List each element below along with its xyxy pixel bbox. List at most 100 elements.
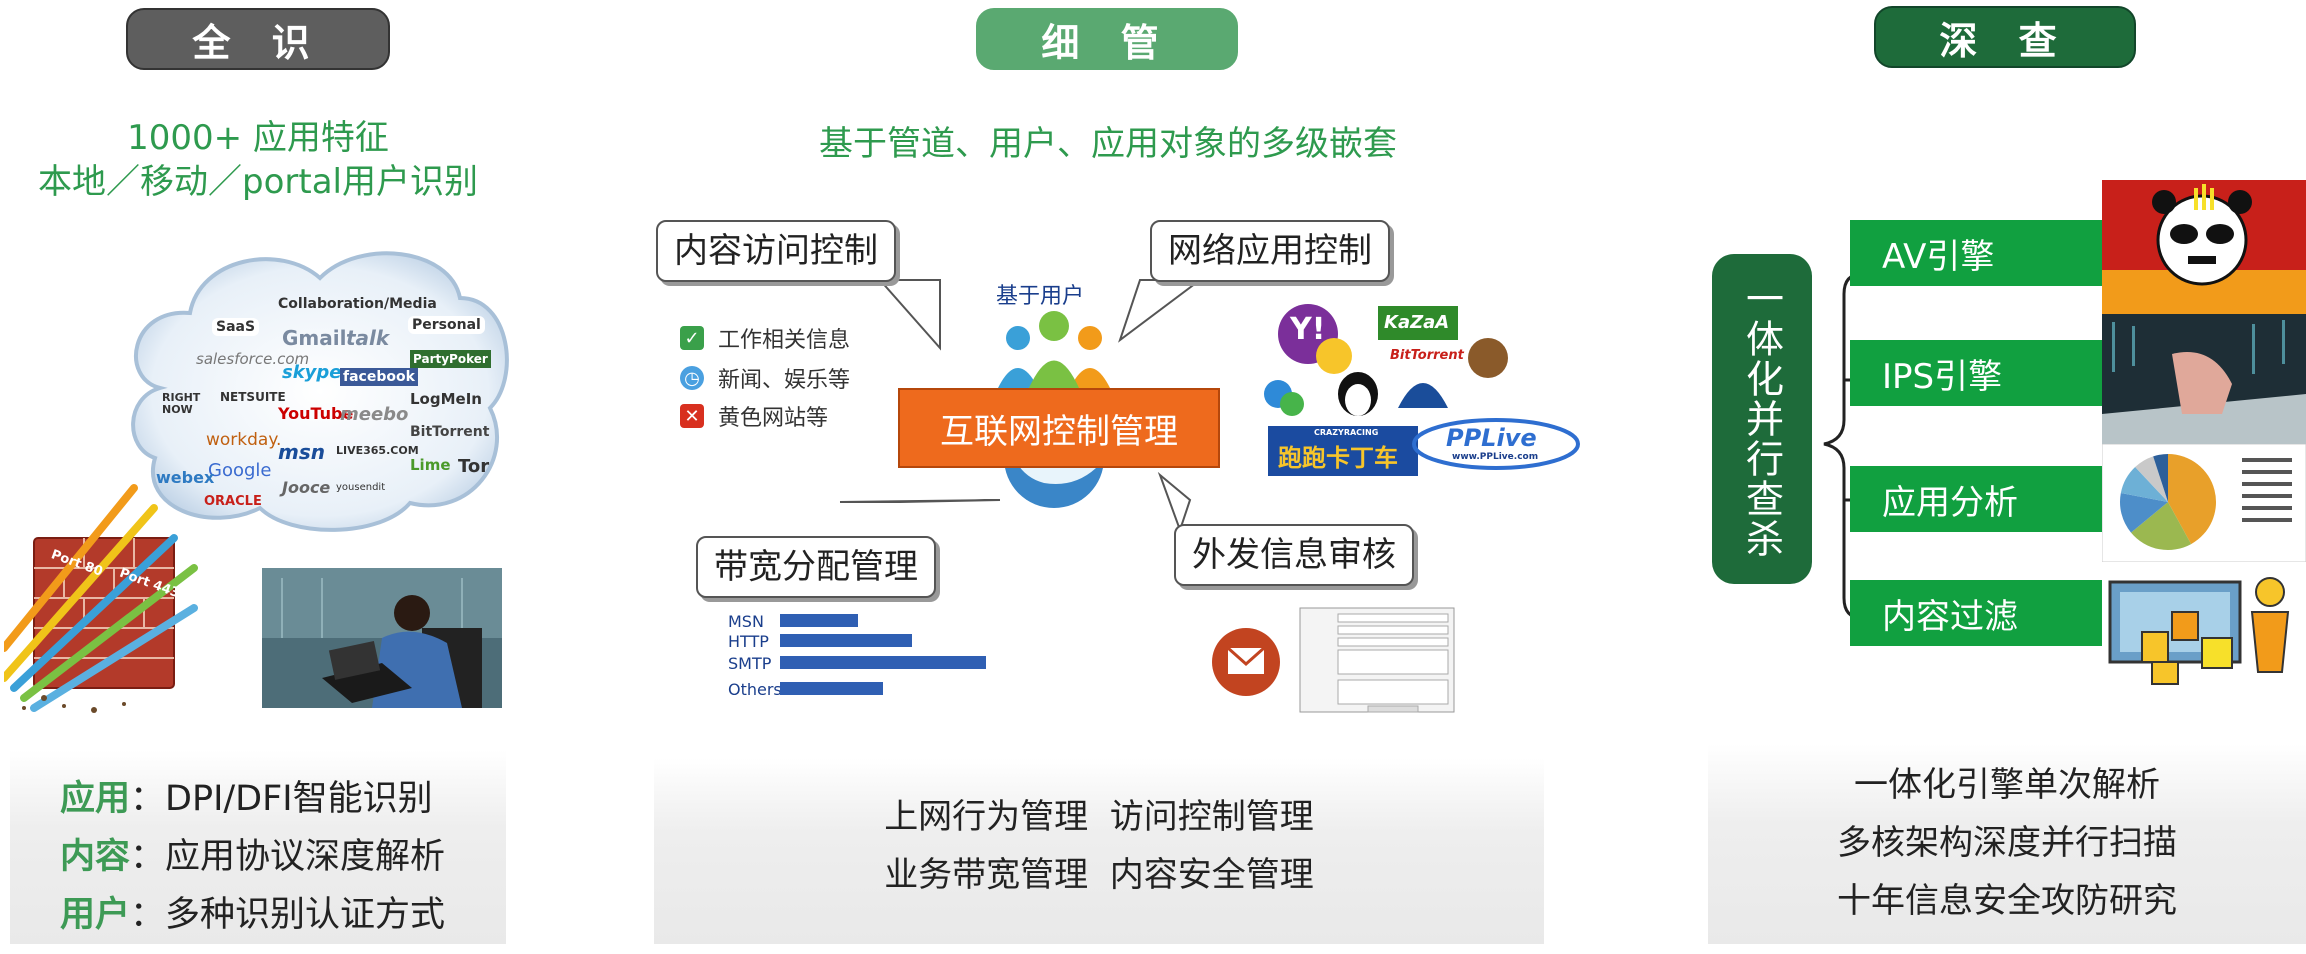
pie-slice — [2131, 502, 2192, 550]
logo-live365: LIVE365.COM — [336, 444, 419, 457]
summary-row-user-label: 用户 — [60, 895, 131, 935]
cloud-group-collaboration: Collaboration/Media — [278, 296, 437, 312]
logo-crazyracing: CRAZYRACING — [1314, 428, 1379, 437]
pie-slices — [2120, 454, 2216, 550]
logo-salesforce: salesforce.com — [196, 350, 310, 368]
logo-yahoo: Y! — [1290, 312, 1326, 347]
panda-virus-image — [2102, 180, 2306, 314]
callout-bandwidth: 带宽分配管理 — [696, 536, 936, 598]
callout-content-access: 内容访问控制 — [656, 220, 896, 282]
logo-youtube: YouTube — [278, 404, 354, 423]
logo-logmein: LogMeIn — [410, 390, 482, 408]
logo-meebo: meebo — [340, 404, 409, 425]
mail-audit-illustration — [1212, 607, 1455, 713]
summary-row-user: 用户：多种识别认证方式 — [60, 886, 506, 944]
firewall-illustration — [4, 484, 198, 713]
access-item-news-text: 新闻、娱乐等 — [718, 368, 851, 393]
clock-icon: ◷ — [680, 366, 704, 390]
vertical-label-box: 一体化并行查杀 — [1712, 254, 1812, 584]
logo-bittorrent: BitTorrent — [410, 424, 490, 440]
engine-bracket — [1823, 272, 1863, 620]
logo-rightnow: RIGHT NOW — [162, 391, 201, 416]
section-title-deep-inspect: 深 查 — [1874, 6, 2136, 68]
middle-summary-line-2: 业务带宽管理 内容安全管理 — [884, 855, 1314, 895]
logo-partypoker: PartyPoker — [410, 350, 491, 368]
summary-row-content: 内容：应用协议深度解析 — [60, 828, 506, 886]
left-subtitle: 1000+ 应用特征 本地／移动／portal用户识别 — [0, 116, 516, 204]
logo-bittorrent-app: BitTorrent — [1390, 348, 1464, 363]
section-title-fine-manage: 细 管 — [976, 8, 1238, 70]
pie-slice — [2120, 467, 2168, 502]
logo-google: Google — [208, 460, 272, 481]
access-item-work-text: 工作相关信息 — [718, 328, 851, 353]
left-subtitle-line-1: 1000+ 应用特征 — [127, 118, 389, 158]
right-summary-line-2: 多核架构深度并行扫描 — [1837, 823, 2177, 863]
logo-talk: talk — [346, 326, 390, 350]
access-item-adult: ✕ 黄色网站等 — [680, 400, 828, 432]
engine-content-filter: 内容过滤 — [1850, 580, 2102, 646]
logo-workday: workday. — [206, 430, 282, 450]
bw-bar-others — [780, 682, 883, 695]
pie-slice — [2120, 493, 2168, 533]
bw-bar-http — [780, 634, 912, 647]
cloud-group-saas: SaaS — [212, 318, 260, 336]
access-item-work: ✓ 工作相关信息 — [680, 322, 850, 354]
hacker-keyboard-image — [2102, 314, 2306, 444]
summary-row-app-label: 应用 — [60, 779, 131, 819]
callout-network-app: 网络应用控制 — [1150, 220, 1390, 282]
logo-pplive-url: www.PPLive.com — [1452, 452, 1539, 462]
bw-label-others: Others — [728, 680, 782, 699]
user-label: 基于用户 — [996, 284, 1085, 309]
middle-subtitle: 基于管道、用户、应用对象的多级嵌套 — [819, 124, 1397, 164]
access-item-adult-text: 黄色网站等 — [718, 406, 829, 431]
pie-slice — [2135, 456, 2168, 502]
middle-summary-panel: 上网行为管理 访问控制管理 业务带宽管理 内容安全管理 — [654, 758, 1544, 944]
callout-outbound-audit: 外发信息审核 — [1174, 524, 1414, 586]
logo-yousendit: yousendit — [336, 482, 386, 493]
vertical-label: 一体化并行查杀 — [1739, 279, 1784, 559]
cloud-group-personal: Personal — [408, 316, 485, 334]
app-analysis-pie-image — [2102, 444, 2306, 562]
logo-gmail: Gmail — [282, 326, 347, 350]
right-summary-panel: 一体化引擎单次解析 多核架构深度并行扫描 十年信息安全攻防研究 — [1708, 744, 2306, 944]
engine-app-analysis: 应用分析 — [1850, 466, 2102, 532]
content-filter-image — [2102, 562, 2306, 690]
app-logos-illustration — [1264, 304, 1580, 476]
left-summary-panel: 应用：DPI/DFI智能识别 内容：应用协议深度解析 用户：多种识别认证方式 — [10, 750, 506, 944]
logo-pplive: PPLive — [1446, 424, 1537, 452]
middle-summary-lines: 上网行为管理 访问控制管理 业务带宽管理 内容安全管理 — [654, 758, 1544, 904]
left-summary-rows: 应用：DPI/DFI智能识别 内容：应用协议深度解析 用户：多种识别认证方式 — [10, 750, 506, 944]
center-internet-control: 互联网控制管理 — [898, 388, 1220, 468]
bw-bar-smtp — [780, 656, 986, 669]
logo-skype: skype — [282, 362, 342, 383]
summary-row-user-text: ：多种识别认证方式 — [130, 895, 446, 935]
middle-summary-line-1: 上网行为管理 访问控制管理 — [884, 797, 1314, 837]
logo-jooce: Jooce — [282, 478, 331, 497]
engine-ips: IPS引擎 — [1850, 340, 2102, 406]
left-subtitle-line-2: 本地／移动／portal用户识别 — [38, 162, 478, 202]
right-summary-line-1: 一体化引擎单次解析 — [1854, 765, 2160, 805]
summary-row-app-text: ：DPI/DFI智能识别 — [130, 779, 433, 819]
logo-crazyracing-cn: 跑跑卡丁车 — [1278, 444, 1398, 472]
bw-label-smtp: SMTP — [728, 654, 772, 673]
check-icon: ✓ — [680, 326, 704, 350]
logo-netsuite: NETSUITE — [220, 390, 286, 404]
bw-bar-msn — [780, 614, 858, 627]
logo-facebook: facebook — [340, 368, 418, 386]
logo-kazaa: KaZaA — [1384, 312, 1450, 333]
bw-label-msn: MSN — [728, 612, 764, 631]
right-summary-line-3: 十年信息安全攻防研究 — [1837, 881, 2177, 921]
callout-connectors — [839, 279, 1203, 534]
section-title-full-identify: 全 识 — [126, 8, 390, 70]
bw-label-http: HTTP — [728, 632, 769, 651]
summary-row-app: 应用：DPI/DFI智能识别 — [60, 770, 506, 828]
summary-row-content-text: ：应用协议深度解析 — [130, 837, 446, 877]
logo-lime: Lime — [410, 456, 451, 474]
pie-slice — [2168, 454, 2216, 545]
logo-tor: Tor — [458, 456, 490, 477]
logo-msn: msn — [278, 440, 325, 464]
summary-row-content-label: 内容 — [60, 837, 131, 877]
access-item-news: ◷ 新闻、娱乐等 — [680, 362, 850, 394]
logo-oracle: ORACLE — [204, 494, 262, 509]
laptop-user-photo — [262, 568, 502, 708]
